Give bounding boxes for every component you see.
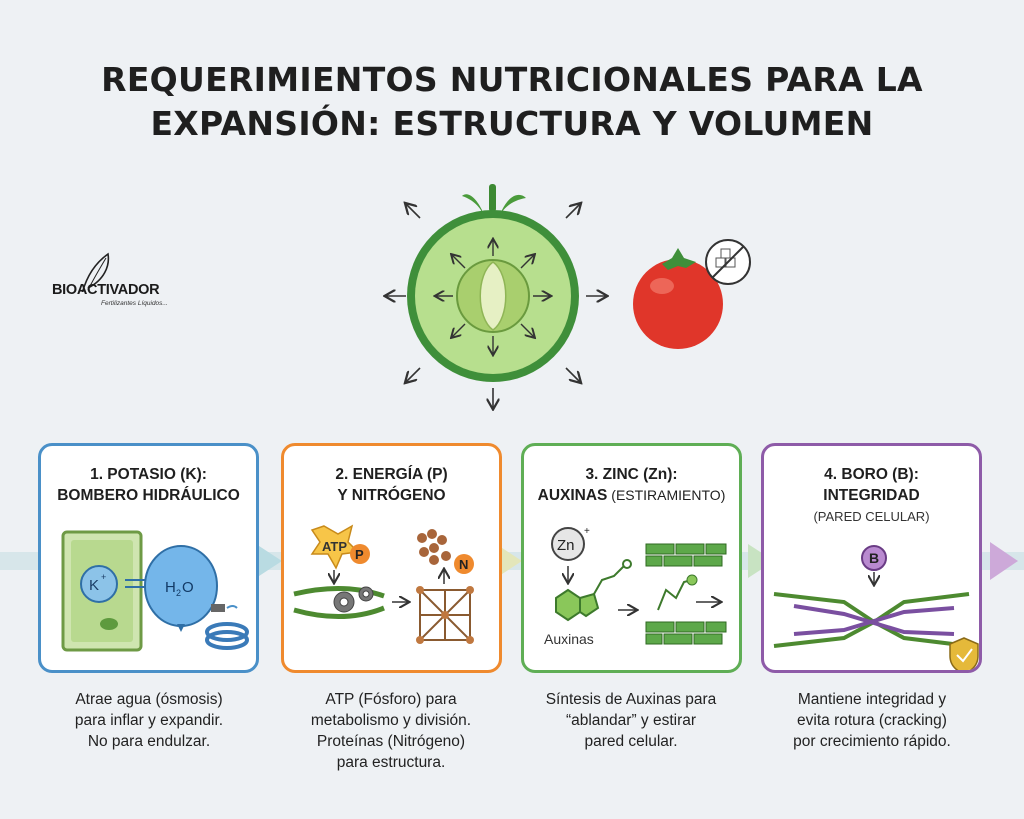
flow-arrow-icon xyxy=(256,544,282,578)
card-potasio: 1. POTASIO (K): BOMBERO HIDRÁULICO K + H… xyxy=(38,443,259,673)
expansion-arrows xyxy=(386,204,606,408)
desc-potasio: Atrae agua (ósmosis) para inflar y expan… xyxy=(74,691,224,750)
svg-text:+: + xyxy=(584,526,590,537)
zinc-auxin-illustration: Zn + Auxinas xyxy=(544,526,727,647)
card-subtitle: (PARED CELULAR) xyxy=(813,509,930,524)
potassium-cell-illustration: K + H 2 O xyxy=(61,530,249,652)
card-title: 1. POTASIO (K): BOMBERO HIDRÁULICO xyxy=(57,466,240,504)
flow-arrow-icon xyxy=(496,544,522,578)
logo-tagline: Fertilizantes Líquidos... xyxy=(101,300,168,307)
boron-wall-illustration: B xyxy=(773,545,979,670)
card-zinc: 3. ZINC (Zn): AUXINAS (ESTIRAMIENTO) Zn … xyxy=(521,443,742,673)
svg-text:O: O xyxy=(182,579,194,596)
energy-nitrogen-illustration: ATP P N xyxy=(293,524,474,644)
card-title: 2. ENERGÍA (P) Y NITRÓGENO xyxy=(335,466,448,504)
logo-wordmark: BIOACTIVADOR xyxy=(52,282,160,298)
svg-text:+: + xyxy=(101,572,106,582)
svg-text:K: K xyxy=(89,577,99,594)
page-title: REQUERIMIENTOS NUTRICIONALES PARA LA EXP… xyxy=(0,58,1024,146)
desc-boro: Mantiene integridad y evita rotura (crac… xyxy=(793,691,951,750)
gear-icon xyxy=(333,586,374,613)
desc-energia: ATP (Fósforo) para metabolismo y divisió… xyxy=(310,691,472,771)
tomato-cross-section-icon xyxy=(407,184,579,382)
card-boro: 4. BORO (B): INTEGRIDAD (PARED CELULAR) … xyxy=(761,443,982,673)
bioactivador-logo: BIOACTIVADOR Fertilizantes Líquidos... xyxy=(52,252,192,316)
leaf-logo-icon xyxy=(81,252,110,292)
hose-icon xyxy=(205,604,249,650)
svg-text:2: 2 xyxy=(176,588,181,598)
auxin-molecule-icon xyxy=(555,559,632,622)
boron-ion-icon xyxy=(861,545,887,571)
card-title: 3. ZINC (Zn): AUXINAS (ESTIRAMIENTO) xyxy=(537,466,726,504)
svg-text:Zn: Zn xyxy=(557,537,575,554)
flow-arrow-icon xyxy=(990,542,1018,580)
card-energia: 2. ENERGÍA (P) Y NITRÓGENO ATP P N xyxy=(281,443,502,673)
svg-text:B: B xyxy=(869,550,879,566)
shield-icon xyxy=(949,637,979,670)
cell-wall-brick-icon xyxy=(645,543,727,645)
title-line-1: REQUERIMIENTOS NUTRICIONALES PARA LA xyxy=(101,60,923,99)
svg-text:ATP: ATP xyxy=(322,539,347,554)
water-balloon-icon xyxy=(144,545,218,627)
amino-acid-chain-icon xyxy=(417,529,451,565)
title-line-2: EXPANSIÓN: ESTRUCTURA Y VOLUMEN xyxy=(150,104,874,143)
svg-text:N: N xyxy=(459,557,468,572)
svg-text:H: H xyxy=(165,579,176,596)
svg-text:Auxinas: Auxinas xyxy=(544,631,594,647)
zinc-ion-icon xyxy=(551,527,585,561)
hero-illustration xyxy=(370,184,751,418)
desc-zinc: Síntesis de Auxinas para “ablandar” y es… xyxy=(545,691,717,750)
no-sugar-icon xyxy=(705,239,751,285)
svg-text:P: P xyxy=(355,547,364,562)
potassium-ion-icon xyxy=(80,565,118,603)
card-title: 4. BORO (B): INTEGRIDAD xyxy=(823,466,920,504)
whole-tomato-icon xyxy=(633,248,723,349)
atp-burst-icon xyxy=(310,524,360,570)
